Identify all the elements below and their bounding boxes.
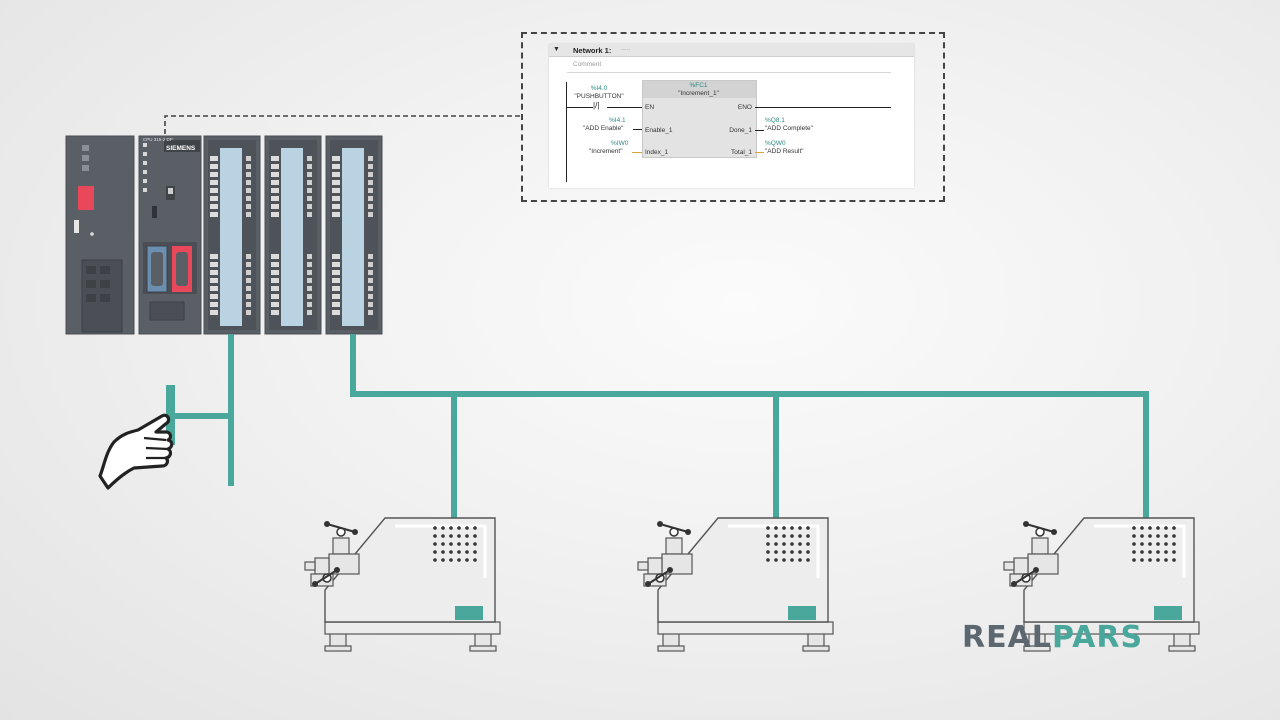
output-2-tag: "ADD Result" — [765, 148, 804, 155]
eno-wire — [755, 107, 891, 108]
power-supply-module — [65, 135, 135, 335]
comment-divider — [567, 72, 891, 73]
cpu-module — [138, 135, 202, 335]
input-2-wire — [632, 152, 642, 153]
realpars-logo: REALPARS — [962, 620, 1143, 656]
io-module-2 — [264, 135, 322, 335]
pushbutton — [166, 385, 175, 445]
network-title: Network 1: — [573, 46, 612, 55]
pin-out-total: Total_1 — [731, 149, 752, 156]
input-1-wire — [633, 129, 642, 130]
logo-part-pars: PARS — [1051, 620, 1144, 655]
contact-tag: "PUSHBUTTON" — [574, 93, 624, 100]
pin-in-en: EN — [645, 104, 655, 111]
function-block[interactable] — [642, 80, 757, 158]
io-module-3 — [325, 135, 383, 335]
input-2-tag: "Increment" — [589, 148, 623, 155]
io-module-1 — [203, 135, 261, 335]
network-header[interactable]: ▼ Network 1: ..... — [549, 44, 914, 57]
rung-wire-mid — [607, 107, 642, 108]
input-1-tag: "ADD Enable" — [583, 125, 624, 132]
block-name: "Increment_1" — [678, 90, 719, 97]
function-block-header — [643, 81, 756, 98]
network-comment[interactable]: Comment — [573, 61, 602, 68]
output-2-address: %QW0 — [765, 140, 786, 147]
hand-pointer-icon — [98, 413, 174, 490]
block-address: %FC1 — [689, 82, 708, 89]
callout-connector — [164, 115, 521, 134]
power-rail — [566, 82, 567, 182]
cpu-model-label: CPU 315-2 DP — [143, 137, 173, 142]
collapse-triangle-icon[interactable]: ▼ — [553, 46, 560, 53]
plc-rack: CPU 315-2 DP SIEMENS — [65, 135, 383, 335]
contact-address: %I4.0 — [590, 85, 608, 92]
cpu-brand-label: SIEMENS — [166, 145, 196, 152]
logo-part-real: REAL — [962, 620, 1052, 655]
io-modules — [203, 135, 383, 335]
pin-in-enable: Enable_1 — [645, 127, 673, 134]
rung-wire-left — [567, 107, 593, 108]
pin-out-done: Done_1 — [729, 127, 752, 134]
network-title-suffix: ..... — [621, 45, 631, 52]
ladder-callout-frame — [521, 32, 945, 202]
output-1-tag: "ADD Complete" — [765, 125, 813, 132]
machine-2 — [636, 516, 835, 653]
pin-out-eno: ENO — [737, 104, 752, 111]
input-1-address: %I4.1 — [609, 117, 626, 124]
input-2-address: %IW0 — [611, 140, 629, 147]
machine-bus-wiring — [350, 334, 1149, 520]
output-1-wire — [755, 130, 764, 131]
nc-contact-icon: |/| — [593, 101, 600, 110]
output-1-address: %Q8.1 — [765, 117, 785, 124]
ladder-network-panel: ▼ Network 1: ..... Comment %I4.0 "PUSHBU… — [549, 44, 914, 188]
output-2-wire — [755, 152, 764, 153]
pushbutton-wiring — [172, 334, 234, 486]
pin-in-index: Index_1 — [645, 149, 669, 156]
machine-1 — [303, 516, 502, 653]
